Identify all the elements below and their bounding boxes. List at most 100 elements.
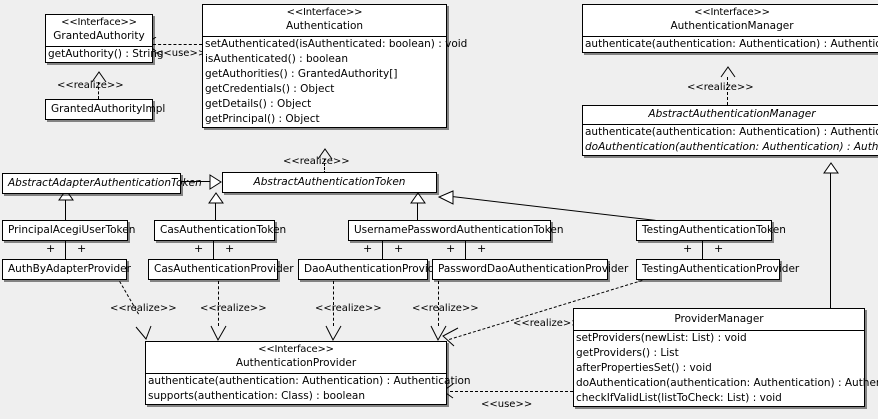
class-header-authentication: <<Interface>> Authentication [203, 5, 446, 38]
association-connector-principal-authbyadapter [65, 240, 66, 259]
class-name-cas-authentication-token: CasAuthenticationToken [160, 224, 287, 236]
class-username-password-authentication-token[interactable]: UsernamePasswordAuthenticationToken [348, 220, 564, 242]
association-connector-passworddao [465, 240, 466, 259]
class-granted-authority-impl[interactable]: GrantedAuthorityImpl [45, 99, 165, 121]
class-password-dao-authentication-provider[interactable]: PasswordDaoAuthenticationProvider [432, 259, 629, 281]
class-testing-authentication-provider[interactable]: TestingAuthenticationProvider [636, 259, 800, 281]
association-plus-right-1: + [77, 242, 87, 255]
realize-arrowhead-casauthenticationprovider [210, 325, 227, 342]
operation-after-properties-set: afterPropertiesSet() : void [576, 362, 712, 375]
realize-arrowhead-testingauthenticationprovider [442, 327, 459, 347]
generalization-arrowhead-testingauthenticationtoken [437, 190, 454, 205]
class-name-auth-by-adapter-provider: AuthByAdapterProvider [8, 263, 131, 275]
class-body-granted-authority: getAuthority() : String [46, 47, 164, 62]
generalization-connector-testingauthenticationtoken [451, 196, 656, 221]
class-name-abstract-authentication-token: AbstractAuthenticationToken [253, 176, 406, 188]
class-abstract-authentication-token[interactable]: AbstractAuthenticationToken [222, 172, 437, 194]
class-name-principal-acegi-user-token: PrincipalAcegiUserToken [8, 224, 136, 236]
realize-connector-passworddaoauthenticationprovider [438, 281, 439, 326]
realize-arrowhead-daoauthenticationprovider [325, 325, 342, 342]
class-name-granted-authority: GrantedAuthority [53, 29, 145, 42]
class-header-authentication-manager: <<Interface>> AuthenticationManager [583, 5, 878, 38]
operation-get-principal: getPrincipal() : Object [205, 113, 320, 126]
class-header-testing-authentication-token: TestingAuthenticationToken [637, 221, 786, 240]
association-plus-left-2: + [194, 242, 204, 255]
realize-connector-abstractauthenticationtoken [324, 159, 325, 174]
operation-authenticate-manager: authenticate(authentication: Authenticat… [585, 38, 878, 51]
class-auth-by-adapter-provider[interactable]: AuthByAdapterProvider [2, 259, 131, 281]
class-name-dao-authentication-provider: DaoAuthenticationProvider [304, 263, 446, 275]
generalization-arrowhead-usernamepasswordtoken [410, 192, 426, 204]
class-provider-manager[interactable]: ProviderManager setProviders(newList: Li… [573, 308, 878, 408]
class-header-auth-by-adapter-provider: AuthByAdapterProvider [3, 260, 131, 279]
operation-set-authenticated: setAuthenticated(isAuthenticated: boolea… [205, 38, 468, 51]
class-body-authentication: setAuthenticated(isAuthenticated: boolea… [203, 37, 468, 127]
operation-get-details: getDetails() : Object [205, 98, 312, 111]
class-name-testing-authentication-token: TestingAuthenticationToken [642, 224, 786, 236]
operation-authenticate-provider: authenticate(authentication: Authenticat… [148, 375, 471, 388]
class-testing-authentication-token[interactable]: TestingAuthenticationToken [636, 220, 786, 242]
association-plus-left-4: + [446, 242, 456, 255]
class-name-abstract-adapter-authentication-token: AbstractAdapterAuthenticationToken [8, 177, 202, 189]
use-connector-authentication-grantedauthority [153, 44, 202, 45]
association-plus-left-1: + [46, 242, 56, 255]
operation-check-if-valid-list: checkIfValidList(listToCheck: List) : vo… [576, 392, 782, 405]
generalization-connector-abstractadaptertoken [181, 181, 211, 182]
class-name-password-dao-authentication-provider: PasswordDaoAuthenticationProvider [438, 263, 629, 275]
class-abstract-authentication-manager[interactable]: AbstractAuthenticationManager authentica… [582, 105, 878, 157]
association-plus-left-5: + [683, 242, 693, 255]
generalization-connector-usernamepasswordtoken [417, 203, 418, 220]
operation-get-credentials: getCredentials() : Object [205, 83, 335, 96]
realize-label-casauthenticationprovider: <<realize>> [200, 303, 267, 314]
association-plus-right-3: + [394, 242, 404, 255]
class-header-granted-authority-impl: GrantedAuthorityImpl [46, 100, 165, 119]
class-header-granted-authority: <<Interface>> GrantedAuthority [46, 15, 152, 48]
class-granted-authority[interactable]: <<Interface>> GrantedAuthority getAuthor… [45, 14, 164, 64]
realize-label-abstractauthenticationmanager: <<realize>> [687, 82, 754, 93]
operation-get-providers: getProviders() : List [576, 347, 679, 360]
generalization-arrowhead-casauthenticationtoken [208, 192, 224, 204]
class-cas-authentication-token[interactable]: CasAuthenticationToken [154, 220, 287, 242]
realize-connector-daoauthenticationprovider [333, 281, 334, 326]
realize-arrowhead-abstractauthenticationtoken [317, 148, 333, 160]
class-authentication-manager[interactable]: <<Interface>> AuthenticationManager auth… [582, 4, 878, 54]
class-name-cas-authentication-provider: CasAuthenticationProvider [154, 263, 294, 275]
use-label-granted: <<use>> [155, 48, 207, 59]
association-plus-right-5: + [714, 242, 724, 255]
association-plus-right-2: + [225, 242, 235, 255]
class-header-principal-acegi-user-token: PrincipalAcegiUserToken [3, 221, 136, 240]
realize-label-authbyadapterprovider: <<realize>> [110, 303, 177, 314]
stereotype-interface-authentication-provider: <<Interface>> [258, 344, 334, 355]
class-body-abstract-authentication-manager: authenticate(authentication: Authenticat… [583, 125, 878, 155]
use-label-providermanager: <<use>> [481, 399, 533, 410]
class-authentication-provider[interactable]: <<Interface>> AuthenticationProvider aut… [145, 341, 471, 406]
realize-connector-casauthenticationprovider [218, 281, 219, 326]
realize-arrowhead-authbyadapterprovider [135, 325, 152, 340]
stereotype-interface-authentication: <<Interface>> [286, 7, 363, 18]
class-principal-acegi-user-token[interactable]: PrincipalAcegiUserToken [2, 220, 136, 242]
class-dao-authentication-provider[interactable]: DaoAuthenticationProvider [298, 259, 446, 281]
realize-label-daoauthenticationprovider: <<realize>> [315, 303, 382, 314]
operation-set-providers: setProviders(newList: List) : void [576, 332, 747, 345]
operation-is-authenticated: isAuthenticated() : boolean [205, 53, 348, 66]
operation-get-authority: getAuthority() : String [48, 48, 164, 61]
class-cas-authentication-provider[interactable]: CasAuthenticationProvider [148, 259, 294, 281]
class-body-provider-manager: setProviders(newList: List) : void getPr… [574, 331, 878, 406]
operation-get-authorities: getAuthorities() : GrantedAuthority[] [205, 68, 398, 81]
association-connector-testing [702, 240, 703, 259]
class-name-testing-authentication-provider: TestingAuthenticationProvider [642, 263, 800, 275]
association-connector-dao [382, 240, 383, 259]
use-connector-providermanager [450, 391, 573, 392]
class-header-abstract-authentication-token: AbstractAuthenticationToken [223, 173, 436, 192]
class-header-abstract-authentication-manager: AbstractAuthenticationManager [583, 106, 878, 126]
generalization-arrowhead-principalacegiusertoken [58, 189, 74, 201]
class-header-authentication-provider: <<Interface>> AuthenticationProvider [146, 342, 446, 375]
class-abstract-adapter-authentication-token[interactable]: AbstractAdapterAuthenticationToken [2, 173, 202, 195]
class-header-testing-authentication-provider: TestingAuthenticationProvider [637, 260, 800, 279]
generalization-arrowhead-abstractadaptertoken [209, 174, 222, 190]
operation-authenticate-abstract-manager: authenticate(authentication: Authenticat… [585, 126, 878, 139]
generalization-connector-providermanager [830, 173, 831, 308]
class-name-provider-manager: ProviderManager [674, 313, 764, 325]
class-authentication[interactable]: <<Interface>> Authentication setAuthenti… [202, 4, 468, 129]
